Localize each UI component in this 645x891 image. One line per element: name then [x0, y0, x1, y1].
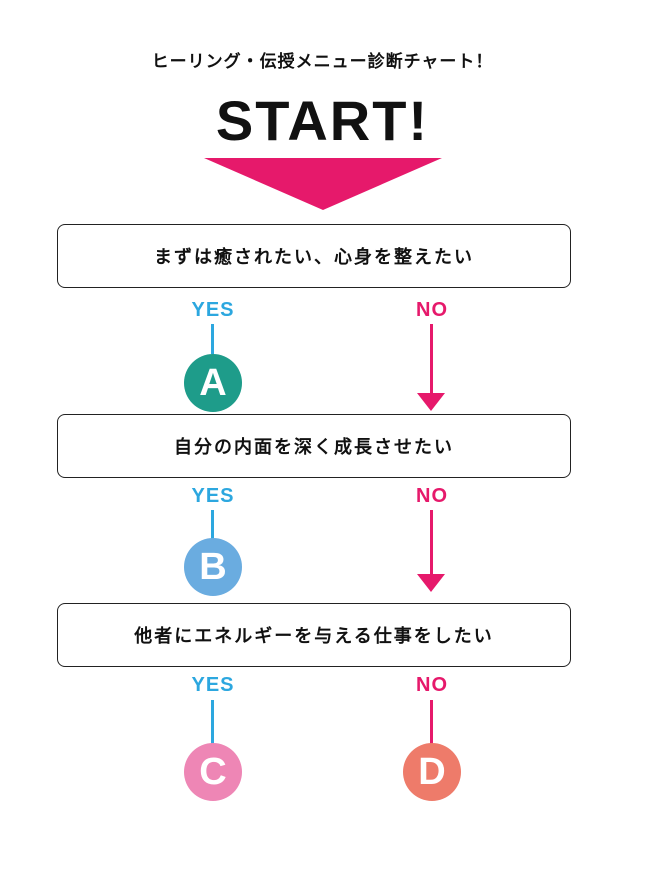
no-arrowhead-1-icon — [417, 393, 445, 411]
no-label-3: NO — [416, 674, 448, 696]
start-title: START! — [215, 89, 430, 152]
question-text-2: 自分の内面を深く成長させたい — [174, 437, 454, 458]
yes-label-2: YES — [191, 485, 235, 507]
start-arrow-icon — [204, 158, 442, 210]
result-d-circle[interactable]: D — [403, 743, 461, 801]
result-a-letter: A — [199, 361, 227, 404]
no-arrowhead-2-icon — [417, 574, 445, 592]
no-connector-1 — [430, 324, 433, 394]
yes-label-3: YES — [191, 674, 235, 696]
result-b-circle[interactable]: B — [184, 538, 242, 596]
no-connector-2 — [430, 510, 433, 575]
question-box-3: 他者にエネルギーを与える仕事をしたい — [57, 603, 571, 667]
yes-label-1: YES — [191, 299, 235, 321]
no-label-2: NO — [416, 485, 448, 507]
result-c-circle[interactable]: C — [184, 743, 242, 801]
question-text-3: 他者にエネルギーを与える仕事をしたい — [134, 626, 494, 647]
result-a-circle[interactable]: A — [184, 354, 242, 412]
question-box-1: まずは癒されたい、心身を整えたい — [57, 224, 571, 288]
yes-connector-1 — [211, 324, 214, 354]
question-text-1: まずは癒されたい、心身を整えたい — [154, 247, 474, 268]
no-label-1: NO — [416, 299, 448, 321]
yes-connector-2 — [211, 510, 214, 540]
result-d-letter: D — [418, 750, 446, 793]
chart-subtitle: ヒーリング・伝授メニュー診断チャート！ — [151, 52, 494, 72]
yes-connector-3 — [211, 700, 214, 745]
result-b-letter: B — [199, 545, 227, 588]
no-connector-3 — [430, 700, 433, 745]
result-c-letter: C — [199, 750, 227, 793]
question-box-2: 自分の内面を深く成長させたい — [57, 414, 571, 478]
